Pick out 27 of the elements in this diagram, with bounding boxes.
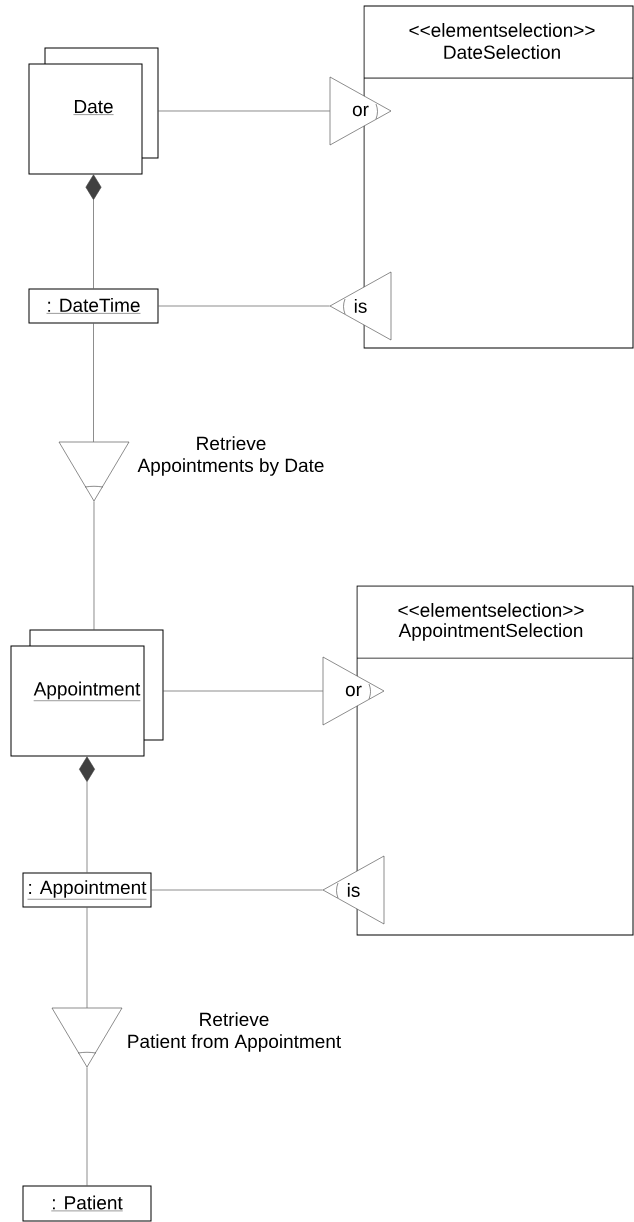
selection-triangle: is: [322, 855, 385, 925]
selection-triangle: is: [329, 271, 392, 341]
retrieve-triangle: [58, 441, 130, 502]
selection-triangle: or: [329, 76, 392, 146]
composition-line: [79, 756, 95, 873]
class-name: AppointmentSelection: [398, 623, 583, 641]
operation-label: Retrieve Appointments by Date: [137, 436, 324, 476]
connector-line: [151, 889, 324, 891]
stereotype-label: <<elementselection>>: [398, 603, 584, 617]
composition-line: [85, 174, 102, 289]
object-box: : Appointment: [22, 872, 152, 908]
connector-line: [86, 1066, 88, 1186]
object-box: : DateTime: [28, 288, 159, 324]
connector-line: [157, 110, 331, 112]
class-name: DateSelection: [444, 45, 560, 59]
operation-label: Retrieve Patient from Appointment: [128, 1012, 342, 1052]
connector-line: [158, 305, 331, 307]
multi-object-box: Date: [28, 47, 159, 175]
connector-line: [93, 323, 94, 443]
multi-object-box: Appointment: [10, 629, 164, 757]
retrieve-triangle: [51, 1007, 123, 1068]
connector-line: [162, 690, 324, 692]
selection-triangle: or: [322, 656, 385, 726]
stereotype-label: <<elementselection>>: [409, 23, 595, 37]
connector-line: [93, 500, 95, 631]
object-box: : Patient: [22, 1185, 152, 1222]
connector-line: [86, 907, 88, 1009]
